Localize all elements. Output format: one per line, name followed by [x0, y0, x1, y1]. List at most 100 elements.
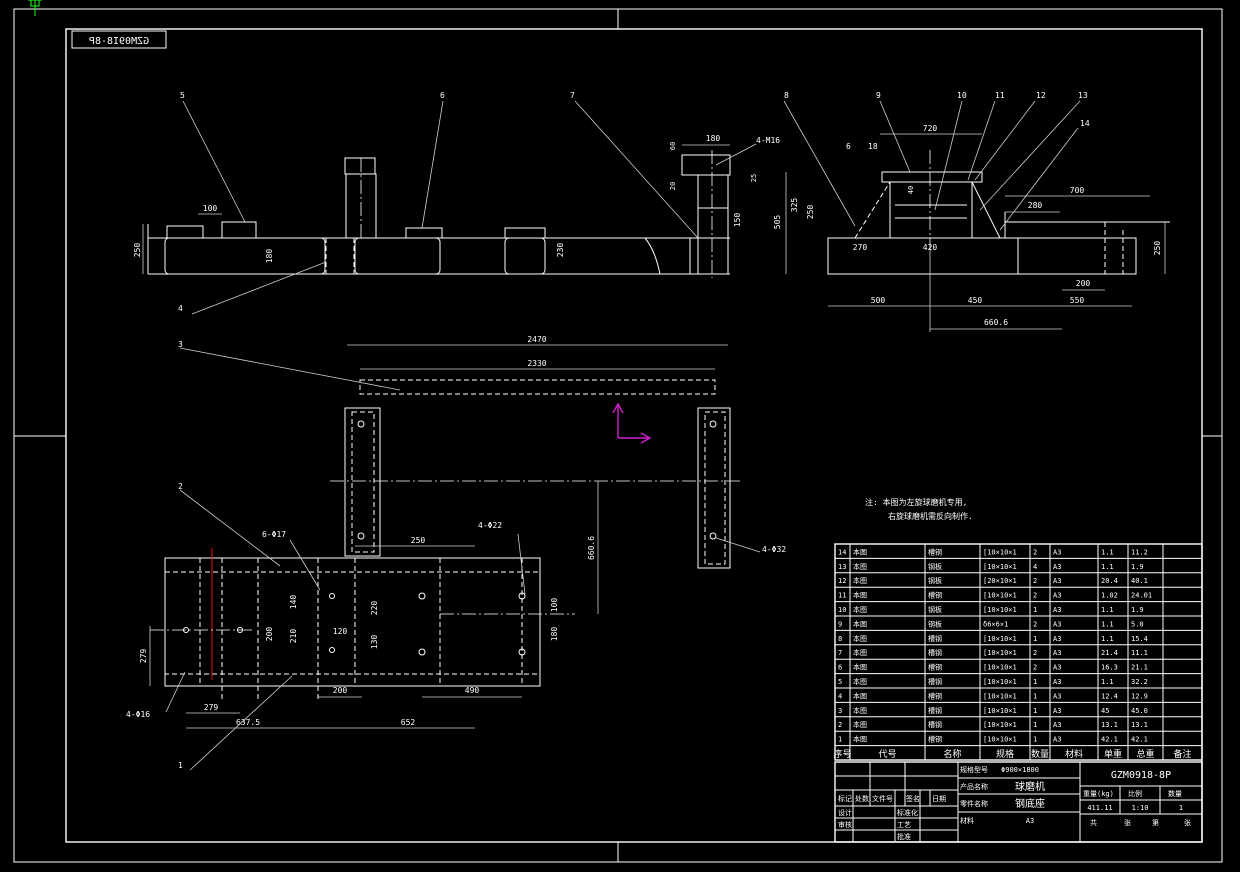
tb-label: 产品名称	[960, 782, 988, 791]
bom-header-cell: 总重	[1136, 748, 1154, 760]
bom-cell: 1	[838, 736, 842, 744]
bolt-hole-icon	[518, 592, 526, 600]
dim-label: 180	[706, 134, 721, 143]
dim-label: 550	[1070, 296, 1085, 305]
bom-header-cell: 代号	[878, 749, 896, 760]
bom-cell: A3	[1053, 678, 1061, 686]
bom-cell: 15.4	[1131, 635, 1148, 643]
bom-cell: 5	[838, 678, 842, 686]
bom-cell: A3	[1053, 606, 1061, 614]
callout-number: 10	[957, 91, 967, 100]
dim-label: 6-Φ17	[262, 530, 286, 539]
bom-cell: 4	[838, 692, 842, 700]
tb-label: 零件名称	[960, 799, 988, 808]
bolt-hole-icon	[357, 420, 365, 428]
side-view-dims: 720 6 18 40 505 325 250 270 420 700 280 …	[773, 124, 1166, 332]
bom-cell: [10×10×1	[983, 592, 1017, 600]
tb-material: A3	[1026, 817, 1034, 825]
bom-cell: 11	[838, 592, 846, 600]
bom-cell: A3	[1053, 635, 1061, 643]
code-box-text: GZM09I8-8P	[89, 36, 149, 47]
callout-numbers: 5 6 7 4 8 9 10 11 12 13 14 3 2 1	[178, 91, 1090, 770]
callout-leaders	[179, 100, 1081, 771]
callout-number: 4	[178, 304, 183, 313]
dim-label: 210	[289, 629, 298, 644]
dim-label: 4-Φ16	[126, 710, 150, 719]
bom-header-cell: 单重	[1104, 748, 1122, 760]
bom-cell: δ6×6×1	[983, 620, 1008, 628]
tb-label: 张	[1184, 818, 1191, 827]
bom-cell: [20×10×1	[983, 577, 1017, 585]
tb-machine: 球磨机	[1015, 780, 1045, 793]
dim-label: 250	[411, 536, 426, 545]
drawing-note: 注: 本图为左旋球磨机专用, 右旋球磨机需反向制作.	[865, 497, 973, 521]
tb-label: 标记	[838, 794, 852, 803]
tb-label: 批准	[897, 832, 911, 841]
side-view	[827, 150, 1170, 275]
tb-part: 钢底座	[1015, 797, 1045, 810]
bom-cell: 1	[1033, 692, 1037, 700]
bom-cell: 钢板	[928, 562, 942, 571]
dim-label: 100	[203, 204, 218, 213]
bom-cell: 8	[838, 635, 842, 643]
bom-cell: 14	[838, 548, 846, 556]
bom-cell: 2	[838, 721, 842, 729]
bom-cell: [10×10×1	[983, 635, 1017, 643]
bom-cell: 16.3	[1101, 664, 1118, 672]
bom-cell: 1	[1033, 678, 1037, 686]
dim-label: 20	[669, 182, 677, 190]
tb-label: 签名	[906, 794, 920, 803]
bom-cell: 1.1	[1101, 606, 1114, 614]
bolt-hole-icon	[709, 532, 717, 540]
tb-label: 张	[1124, 818, 1131, 827]
bom-cell: 32.2	[1131, 678, 1148, 686]
sheet-frame	[13, 8, 1223, 863]
bom-cell: A3	[1053, 592, 1061, 600]
bom-header-cell: 数量	[1031, 748, 1049, 760]
bom-cell: 本图	[853, 634, 867, 643]
bom-cell: 1.1	[1101, 635, 1114, 643]
bom-cell: 本图	[853, 677, 867, 686]
bom-cell: 本图	[853, 691, 867, 700]
tb-label: 日期	[932, 795, 946, 803]
bom-cell: [10×10×1	[983, 563, 1017, 571]
callout-number: 1	[178, 761, 183, 770]
bom-cell: 钢板	[928, 576, 942, 585]
bom-cell: 5.0	[1131, 620, 1144, 628]
bom-cell: 2	[1033, 548, 1037, 556]
bom-cell: 1	[1033, 721, 1037, 729]
bom-cell: A3	[1053, 692, 1061, 700]
dim-label: 637.5	[236, 718, 260, 727]
bolt-hole-icon	[418, 592, 426, 600]
bom-border	[834, 543, 1203, 761]
bom-cell: 40.1	[1131, 577, 1148, 585]
bom-cell: 45.0	[1131, 707, 1148, 715]
plan-view	[150, 379, 740, 700]
bolt-hole-icon	[357, 532, 365, 540]
bom-cell: 45	[1101, 707, 1109, 715]
bom-cell: 槽钢	[928, 591, 942, 600]
front-view	[147, 150, 731, 278]
dim-label: 270	[853, 243, 868, 252]
bom-cell: 本图	[853, 619, 867, 628]
callout-number: 2	[178, 482, 183, 491]
bom-cell: 本图	[853, 735, 867, 744]
bom-cell: 12.4	[1101, 692, 1118, 700]
bom-cell: A3	[1053, 563, 1061, 571]
bom-cell: 21.4	[1101, 649, 1118, 657]
bom-cell: 槽钢	[928, 706, 942, 715]
bom-cell: 1.9	[1131, 563, 1144, 571]
dim-label: 279	[204, 703, 219, 712]
bom-header-cell: 序号	[833, 748, 851, 760]
tb-label: 第	[1152, 818, 1159, 827]
callout-number: 9	[876, 91, 881, 100]
bom-cell: [10×10×1	[983, 707, 1017, 715]
tb-label: 设计	[838, 808, 852, 817]
dim-label: 120	[333, 627, 348, 636]
callout-number: 7	[570, 91, 575, 100]
dim-label: 60	[669, 142, 677, 150]
bom-cell: 13	[838, 563, 846, 571]
title-block: 标记 处数 文件号 签名 日期 设计 标准化 审核 工艺 批准 规格型号 Φ90…	[834, 761, 1203, 843]
dim-label: 100	[550, 598, 559, 613]
